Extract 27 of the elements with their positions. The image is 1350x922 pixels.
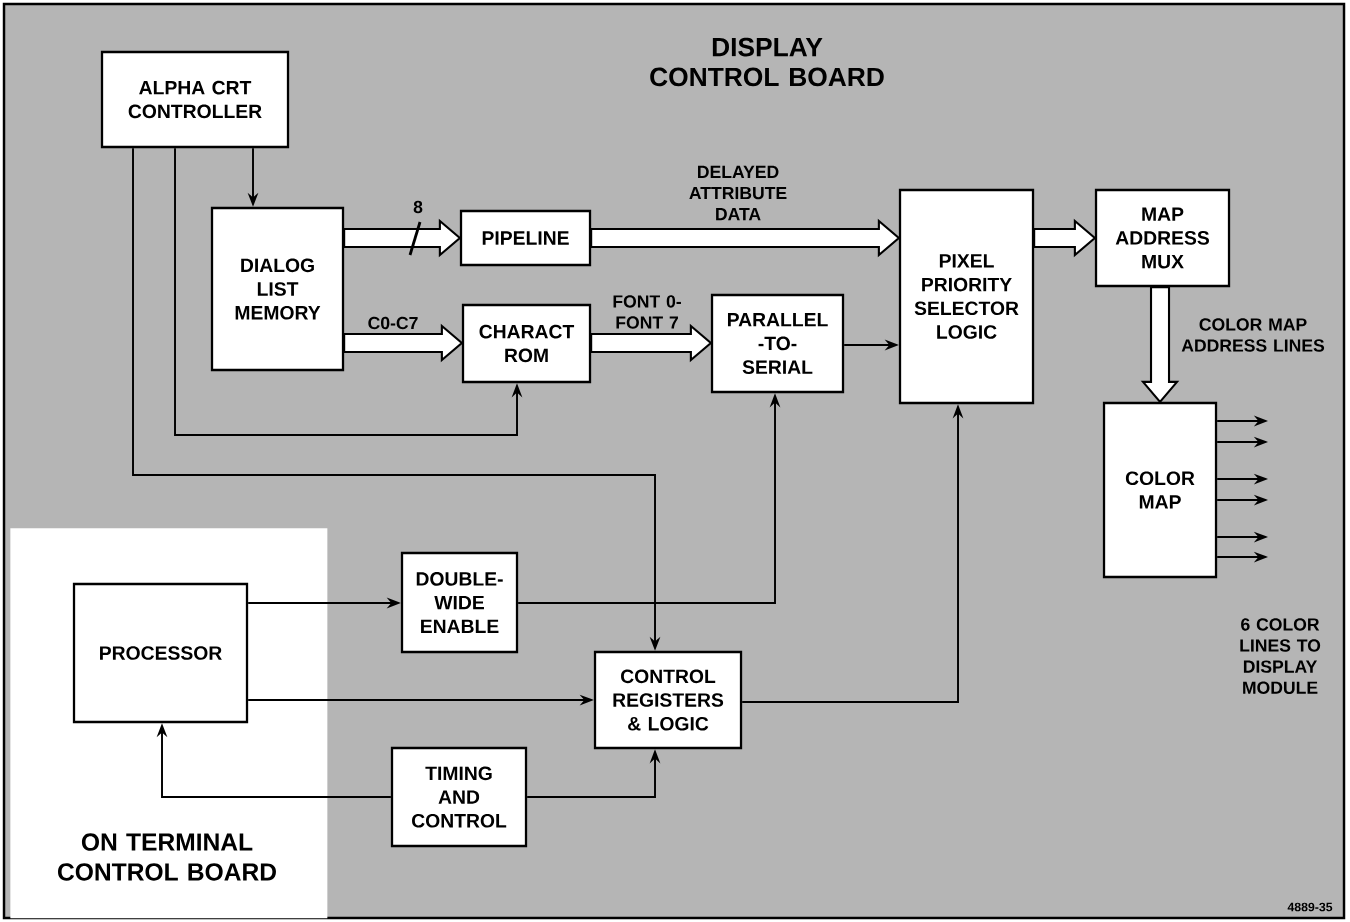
edge-label: DELAYED ATTRIBUTE DATA [689,165,787,221]
figure-number: 4889-35 [1287,902,1333,912]
block-box: COLOR MAP [1102,401,1218,579]
bus-arrow [1033,218,1097,258]
edge-label: C0-C7 [368,316,418,330]
block-box: PARALLEL -TO- SERIAL [710,293,845,394]
bus-arrow [590,323,713,363]
block-box: PROCESSOR [72,582,249,724]
edge-label: FONT 0- FONT 7 [613,295,681,329]
bus-arrow [343,218,462,258]
block-box: DOUBLE- WIDE ENABLE [400,551,519,654]
block-box: TIMING AND CONTROL [390,746,528,848]
block-box: DIALOG LIST MEMORY [210,206,345,372]
bus-arrow [1140,286,1180,404]
board-title: DISPLAY CONTROL BOARD [650,37,884,87]
bus-arrow [343,323,464,363]
block-box: CHARACT ROM [461,303,592,384]
note-text: 6 COLOR LINES TO DISPLAY MODULE [1240,618,1321,694]
edge-label: 8 [413,200,423,214]
block-box: PIXEL PRIORITY SELECTOR LOGIC [898,188,1035,405]
edge-label: COLOR MAP ADDRESS LINES [1181,318,1325,352]
block-box: ALPHA CRT CONTROLLER [100,50,290,149]
block-box: PIPELINE [459,209,592,267]
bus-arrow [590,218,901,258]
block-box: CONTROL REGISTERS & LOGIC [593,650,743,750]
node-label: ON TERMINAL CONTROL BOARD [58,833,276,881]
block-box: MAP ADDRESS MUX [1094,188,1231,288]
